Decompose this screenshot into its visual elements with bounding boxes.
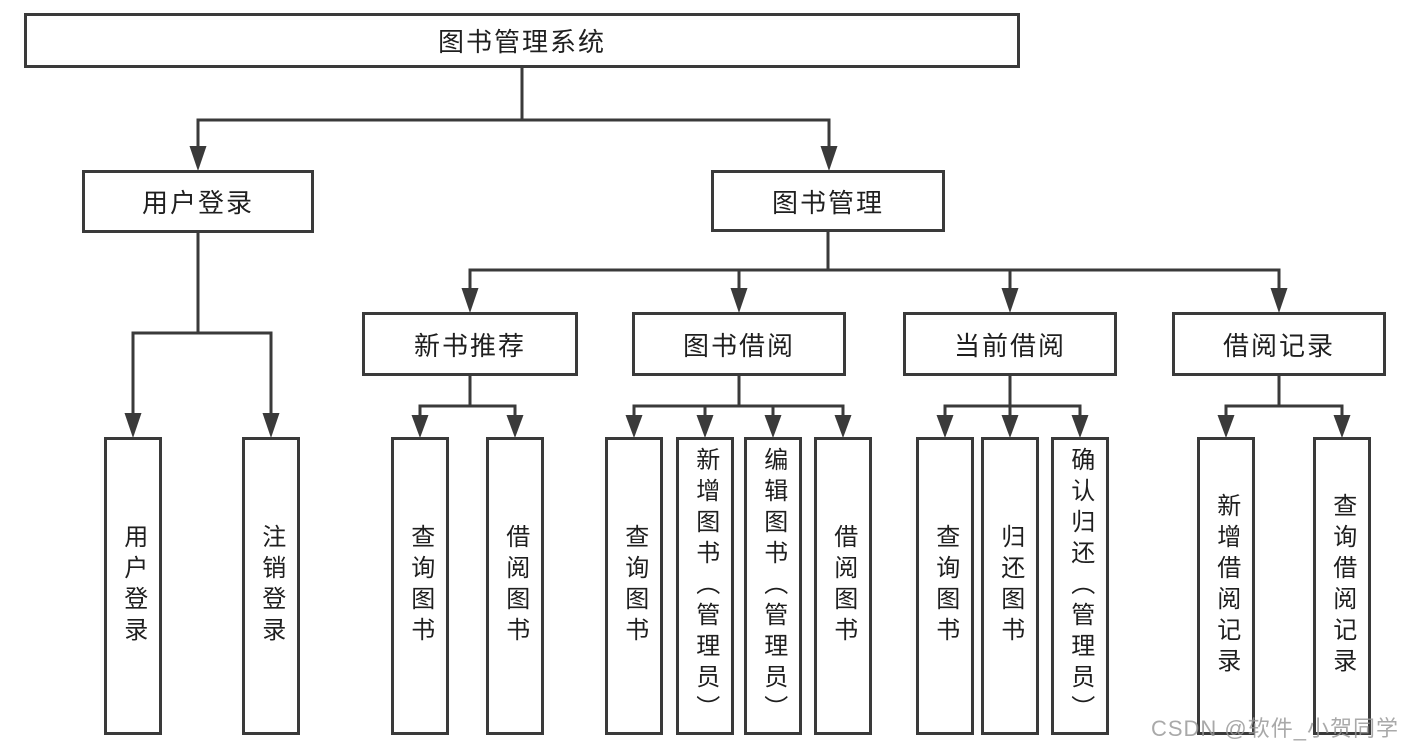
connector-book-borrow xyxy=(625,376,852,438)
node-book-borrow-label: 图书借阅 xyxy=(682,330,795,361)
leaf-borrow-borrow-label: 借阅图书 xyxy=(829,524,857,648)
leaf-borrow-add-label: 新增图书（管理员） xyxy=(691,446,719,726)
node-current-borrow-label: 当前借阅 xyxy=(953,330,1066,361)
leaf-borrow-query: 查询图书 xyxy=(605,437,663,735)
leaf-current-return-label: 归还图书 xyxy=(996,524,1024,648)
node-user-login: 用户登录 xyxy=(82,170,314,233)
leaf-records-query: 查询借阅记录 xyxy=(1313,437,1371,735)
leaf-newbook-borrow-label: 借阅图书 xyxy=(501,524,529,648)
leaf-records-query-label: 查询借阅记录 xyxy=(1328,493,1356,679)
node-book-borrow: 图书借阅 xyxy=(632,312,846,376)
leaf-records-add: 新增借阅记录 xyxy=(1197,437,1255,735)
node-borrow-records-label: 借阅记录 xyxy=(1222,330,1335,361)
connector-current-borrow xyxy=(936,376,1089,438)
leaf-logout: 注销登录 xyxy=(242,437,300,735)
connector-book-management xyxy=(461,232,1288,313)
leaf-borrow-query-label: 查询图书 xyxy=(620,524,648,648)
node-new-book-recommend: 新书推荐 xyxy=(362,312,578,376)
connector-new-book xyxy=(411,376,524,438)
node-root: 图书管理系统 xyxy=(24,13,1020,68)
leaf-borrow-add: 新增图书（管理员） xyxy=(676,437,734,735)
leaf-current-confirm-return-label: 确认归还（管理员） xyxy=(1066,446,1094,726)
node-borrow-records: 借阅记录 xyxy=(1172,312,1386,376)
node-new-book-recommend-label: 新书推荐 xyxy=(413,330,526,361)
leaf-user-login: 用户登录 xyxy=(104,437,162,735)
connector-borrow-records xyxy=(1217,376,1351,438)
node-book-management-label: 图书管理 xyxy=(771,187,884,218)
node-root-label: 图书管理系统 xyxy=(437,27,606,57)
leaf-records-add-label: 新增借阅记录 xyxy=(1212,493,1240,679)
connector-root xyxy=(189,68,838,171)
leaf-newbook-query-label: 查询图书 xyxy=(406,524,434,648)
leaf-newbook-query: 查询图书 xyxy=(391,437,449,735)
node-current-borrow: 当前借阅 xyxy=(903,312,1117,376)
leaf-newbook-borrow: 借阅图书 xyxy=(486,437,544,735)
leaf-borrow-edit: 编辑图书（管理员） xyxy=(744,437,802,735)
leaf-current-query-label: 查询图书 xyxy=(931,524,959,648)
node-user-login-label: 用户登录 xyxy=(141,188,254,218)
leaf-user-login-label: 用户登录 xyxy=(119,524,147,648)
connector-user-login xyxy=(124,233,280,438)
leaf-borrow-borrow: 借阅图书 xyxy=(814,437,872,735)
leaf-borrow-edit-label: 编辑图书（管理员） xyxy=(759,446,787,726)
leaf-current-query: 查询图书 xyxy=(916,437,974,735)
leaf-logout-label: 注销登录 xyxy=(257,524,285,648)
node-book-management: 图书管理 xyxy=(711,170,945,232)
leaf-current-return: 归还图书 xyxy=(981,437,1039,735)
leaf-current-confirm-return: 确认归还（管理员） xyxy=(1051,437,1109,735)
csdn-watermark: CSDN @软件_小贺同学 xyxy=(1150,716,1399,741)
